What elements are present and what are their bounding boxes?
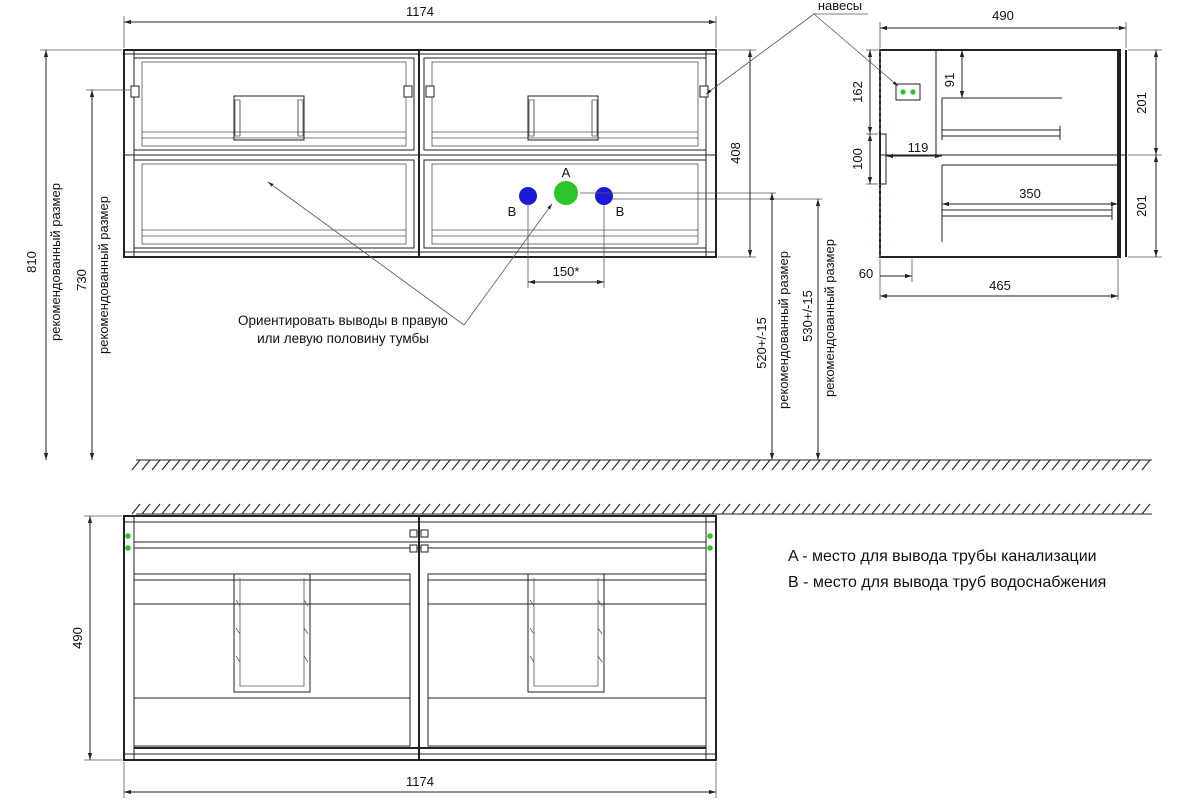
top-offset-dimension: 91 (942, 73, 957, 87)
hinge-height-dimension: 162 (850, 81, 865, 103)
marker-b-left-label: B (508, 204, 517, 219)
panel-height-dimension: 100 (850, 148, 865, 170)
inner-width-dimension: 350 (1019, 186, 1041, 201)
legend-drain: A - место для вывода трубы канализации (788, 548, 1097, 565)
total-height-dimension: 810 (24, 251, 39, 273)
side-lower-drawer (941, 164, 1118, 242)
front-upper-drawer-left (130, 57, 415, 151)
floor-line (131, 459, 1152, 471)
marker-b-right-label: B (616, 204, 625, 219)
orientation-note-line-2: или левую половину тумбы (257, 331, 429, 346)
hinge (895, 83, 921, 101)
hinges-label: навесы (818, 0, 862, 13)
legend: A - место для вывода трубы канализации B… (788, 548, 1106, 591)
drain-height-dimension: 520+/-15 (754, 317, 769, 369)
panel-offset-dimension: 119 (908, 140, 929, 155)
lower-drawer-dimension: 201 (1134, 195, 1149, 217)
top-view: 490 1174 (70, 515, 717, 798)
side-view: навесы 490 162 91 100 119 350 201 (705, 0, 1162, 300)
water-height-note: рекомендованный размер (822, 239, 837, 397)
front-lower-drawers (133, 159, 707, 249)
body-depth-dimension: 465 (989, 278, 1011, 293)
front-upper-drawer-right (423, 57, 709, 151)
top-width-dimension: 1174 (406, 774, 434, 789)
side-upper-drawer (941, 97, 1062, 140)
front-height-dimension: 408 (728, 142, 743, 164)
front-width-dimension: 1174 (406, 4, 434, 19)
wall-line (131, 503, 1152, 515)
water-height-dimension: 530+/-15 (800, 290, 815, 342)
mount-height-dimension: 730 (74, 269, 89, 291)
top-drawer-right (427, 573, 707, 747)
side-depth-dimension: 490 (992, 8, 1014, 23)
marker-a-label: A (562, 165, 571, 180)
back-gap-dimension: 60 (859, 266, 873, 281)
front-view: A B B 150* 1174 408 810 рекомендованный … (24, 4, 837, 460)
top-drawer-left (133, 573, 411, 747)
spacing-dimension: 150* (553, 264, 580, 279)
top-depth-dimension: 490 (70, 627, 85, 649)
water-outlet-marker-left (519, 187, 537, 205)
legend-water: B - место для вывода труб водоснабжения (788, 574, 1106, 591)
drain-outlet-marker (554, 181, 578, 205)
water-outlet-marker-right (595, 187, 613, 205)
drain-height-note: рекомендованный размер (776, 251, 791, 409)
orientation-note-line-1: Ориентировать выводы в правую (238, 313, 448, 328)
upper-drawer-dimension: 201 (1134, 92, 1149, 114)
mount-height-note: рекомендованный размер (96, 196, 111, 354)
total-height-note: рекомендованный размер (48, 183, 63, 341)
